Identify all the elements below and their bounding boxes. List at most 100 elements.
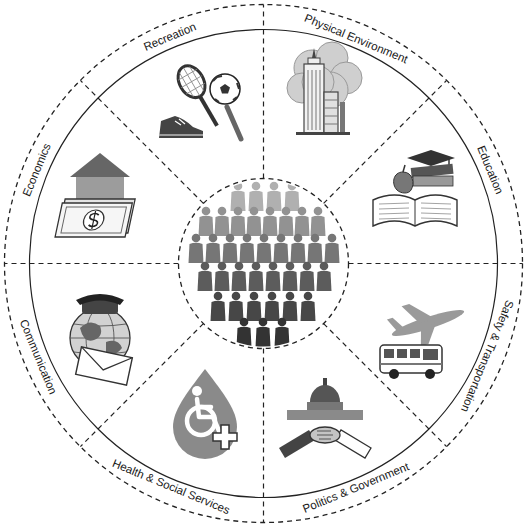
sector-label: Education — [474, 143, 506, 195]
transportation-icon-part-part — [387, 315, 405, 333]
crowd-illustration-part-part — [274, 234, 289, 263]
economics-icon-part — [70, 153, 130, 177]
crowd-illustration-part-part — [215, 207, 230, 236]
education-icon-part — [379, 203, 451, 219]
communication-icon-part — [76, 347, 133, 385]
government-icon-part — [310, 385, 340, 402]
transportation-icon-part-part — [423, 349, 438, 360]
environment-icon-part — [340, 102, 345, 132]
recreation-icon-part-part-part — [178, 69, 197, 80]
communication-icon-part-part — [78, 347, 133, 375]
education-icon — [373, 150, 457, 226]
crowd-illustration-part-part — [275, 318, 290, 347]
sector-label-holder: Safety & Transportation — [458, 298, 516, 414]
recreation-icon-part-part — [173, 62, 210, 102]
sector-dividers — [5, 5, 523, 523]
environment-icon-part-part — [320, 70, 321, 130]
crowd-illustration-part — [211, 292, 316, 321]
crowd-illustration-part — [198, 262, 332, 291]
environment-icon-part-part — [308, 70, 309, 130]
crowd-illustration-part-part — [249, 262, 264, 291]
government-icon-part — [307, 402, 343, 410]
recreation-icon-part — [159, 116, 203, 138]
education-icon-part-part — [421, 203, 451, 204]
crowd-illustration-part-part — [308, 234, 323, 263]
transportation-icon-part — [384, 288, 470, 353]
sector-dividers-part — [263, 5, 264, 179]
recreation-icon-part-part-part — [186, 83, 205, 94]
education-icon-part — [413, 176, 453, 186]
crowd-illustration-part-part — [311, 207, 326, 236]
transportation-icon-part-part — [384, 349, 394, 358]
environment-icon-part — [304, 64, 324, 133]
crowd-illustration-part-part — [247, 292, 262, 321]
sector-label: Politics & Government — [301, 460, 411, 516]
transportation-icon-part-part — [402, 298, 435, 328]
wheel-rings-part — [179, 179, 349, 349]
sector-label: Health & Social Services — [110, 457, 231, 517]
education-icon-part-part — [421, 208, 451, 209]
sector-label-holder: Communication — [16, 318, 59, 397]
crowd-illustration-part-part — [198, 262, 213, 291]
crowd-illustration-part-part — [291, 234, 306, 263]
transportation-icon-part — [380, 345, 442, 373]
crowd-illustration-part-part — [229, 292, 244, 321]
crowd-illustration-part-part — [232, 262, 247, 291]
transportation-icon — [380, 288, 470, 379]
communication-icon-part-part — [70, 338, 130, 339]
health-icon-part — [187, 399, 219, 435]
crowd-illustration-part-part — [317, 262, 332, 291]
wheel-rings-part — [5, 5, 523, 523]
environment-icon-part-part — [324, 108, 338, 109]
transportation-icon-part — [425, 369, 435, 379]
environment-icon-part — [324, 92, 338, 133]
health-icon-part-part — [198, 405, 211, 410]
wheel-rings — [5, 5, 523, 523]
environment-icon-part — [324, 100, 338, 124]
crowd-illustration-part-part — [300, 262, 315, 291]
environment-icon-part-part — [324, 116, 338, 117]
environment-icon-part-part — [324, 124, 338, 125]
recreation-icon-part — [227, 107, 241, 139]
crowd-illustration-part-part — [285, 182, 300, 211]
education-icon-part — [373, 195, 457, 226]
crowd-illustration — [189, 182, 340, 347]
sector-label: Communication — [16, 318, 59, 397]
crowd-illustration-part-part — [189, 234, 204, 263]
transportation-icon-part — [380, 363, 442, 365]
crowd-illustration-part-part — [237, 318, 252, 347]
government-icon — [279, 378, 371, 458]
health-icon-part — [192, 386, 202, 396]
economics-icon-part-part — [82, 210, 106, 230]
recreation-icon-part — [213, 76, 239, 102]
government-icon-part — [287, 410, 363, 420]
crowd-illustration-part — [199, 207, 326, 236]
environment-icon-part — [296, 132, 350, 135]
environment-icon-part-part — [312, 70, 313, 130]
environment-icon-part — [308, 58, 320, 64]
environment-icon-part-part — [316, 70, 317, 130]
environment-icon-part — [312, 48, 316, 58]
crowd-illustration-part-part — [199, 207, 214, 236]
crowd-illustration-part-part — [266, 262, 281, 291]
health-icon — [173, 369, 237, 459]
recreation-icon-part — [220, 84, 230, 94]
health-icon-part-part — [197, 399, 219, 431]
crowd-illustration-part — [231, 182, 300, 211]
environment-icon-part-part — [324, 100, 338, 101]
education-icon-part — [415, 200, 416, 226]
education-icon-part-part — [421, 213, 451, 214]
crowd-illustration-part — [189, 234, 340, 263]
crowd-illustration-part-part — [257, 234, 272, 263]
economics-icon-part-part — [92, 211, 96, 229]
sector-dividers-part — [349, 263, 523, 264]
communication-icon-part-part — [76, 347, 133, 385]
health-icon-part — [213, 425, 237, 449]
economics-icon-part-part — [55, 203, 132, 237]
crowd-illustration-part — [237, 318, 290, 347]
crowd-illustration-part-part — [279, 207, 294, 236]
sector-label-holder: Politics & Government — [301, 460, 411, 516]
crowd-illustration-part-part — [211, 292, 226, 321]
health-icon-part — [173, 369, 237, 459]
transportation-icon-part-part — [397, 349, 407, 358]
